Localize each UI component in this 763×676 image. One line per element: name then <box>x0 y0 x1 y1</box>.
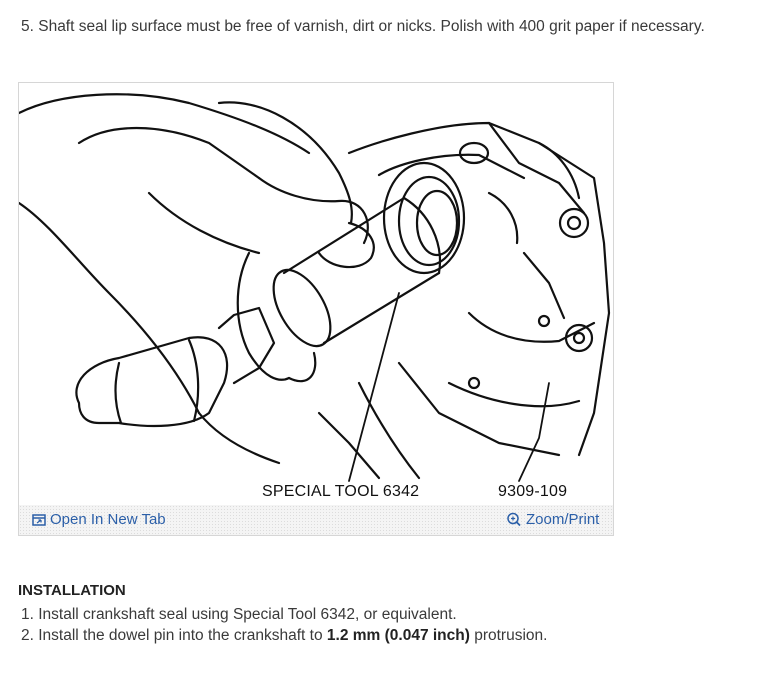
zoom-icon <box>507 512 521 526</box>
zoom-print-link[interactable]: Zoom/Print <box>506 511 599 528</box>
open-in-new-tab-icon <box>32 513 46 526</box>
special-tool-callout: SPECIAL TOOL 6342 <box>262 483 420 500</box>
step-5-text: 5. Shaft seal lip surface must be free o… <box>21 18 705 35</box>
installation-step-1: 1. Install crankshaft seal using Special… <box>21 606 457 623</box>
seal-install-illustration <box>19 93 611 482</box>
step-2-prefix: 2. Install the dowel pin into the cranks… <box>21 627 327 644</box>
step-2-suffix: protrusion. <box>469 627 548 644</box>
figure-panel: SPECIAL TOOL 6342 9309-109 Open In New T… <box>18 82 614 536</box>
figure-number: 9309-109 <box>498 483 568 500</box>
figure-toolbar: Open In New Tab Zoom/Print <box>19 505 613 535</box>
step-2-measurement: 1.2 mm (0.047 inch) <box>326 627 470 644</box>
installation-step-2: 2. Install the dowel pin into the cranks… <box>18 625 547 646</box>
installation-steps: 1. Install crankshaft seal using Special… <box>18 604 547 646</box>
open-in-new-tab-label: Open In New Tab <box>50 511 166 528</box>
zoom-print-label: Zoom/Print <box>526 511 600 528</box>
open-in-new-tab-link[interactable]: Open In New Tab <box>32 511 166 528</box>
installation-heading: INSTALLATION <box>18 582 126 599</box>
